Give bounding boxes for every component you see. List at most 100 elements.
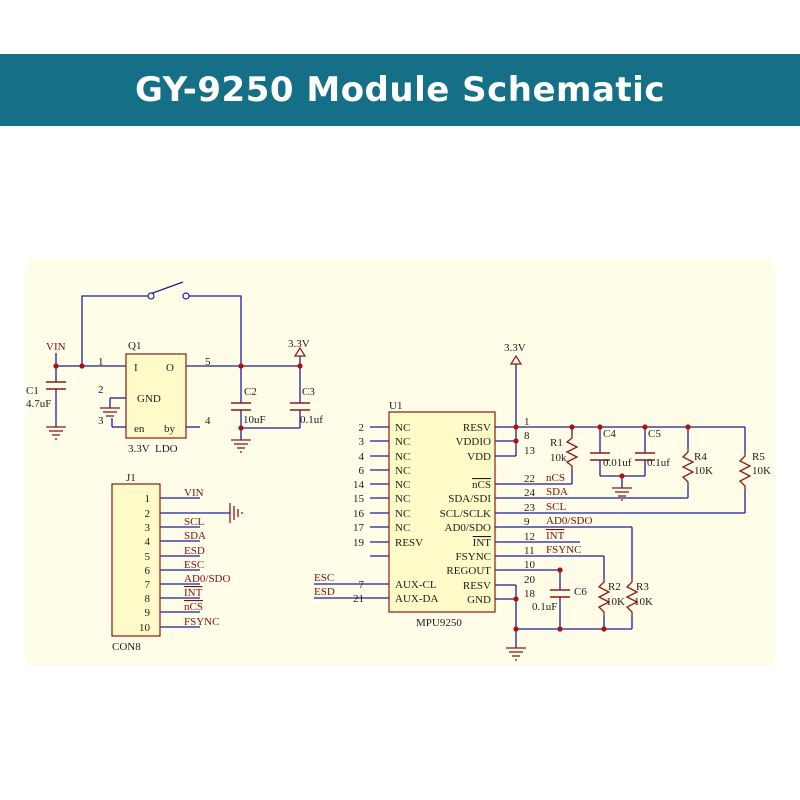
- ground-icon: [100, 407, 120, 417]
- mpu-pin-name: RESV: [463, 422, 491, 434]
- res-r4-name: R4: [694, 451, 707, 463]
- mpu-pin-number: 11: [524, 545, 535, 557]
- mpu-pin-number: 1: [524, 416, 530, 428]
- ldo-value: 3.3V LDO: [128, 443, 178, 455]
- net-label-ad0: AD0/SDO: [546, 515, 593, 527]
- ldo-pin-number: 3: [98, 415, 104, 427]
- mpu-pin-name: NC: [395, 465, 410, 477]
- mpu-pin-name: NC: [395, 522, 410, 534]
- junction-dot: [569, 424, 575, 430]
- mpu-pin-number: 14: [353, 479, 365, 491]
- resistor-r3: [625, 578, 639, 616]
- connector-pin-number: 3: [145, 522, 151, 534]
- mpu-pin-number: 13: [524, 445, 536, 457]
- ldo-body: [125, 353, 187, 439]
- mpu-pin-name: REGOUT: [446, 565, 491, 577]
- net-label-ncs: nCS: [546, 472, 565, 484]
- resistor-r4: [681, 448, 695, 486]
- cap-c1-name: C1: [26, 385, 39, 397]
- ground-icon: [229, 503, 243, 523]
- switch-contact-left: [147, 292, 155, 300]
- ldo-pin-i: I: [134, 362, 138, 374]
- capacitor-c5: [635, 452, 655, 461]
- ldo-pin-number: 1: [98, 356, 104, 368]
- vin-label: VIN: [46, 341, 66, 353]
- ground-icon: [612, 487, 632, 501]
- cap-c4-name: C4: [603, 428, 616, 440]
- power-arrow-icon: [509, 354, 523, 365]
- ldo-pin-number: 4: [205, 415, 211, 427]
- res-r2-name: R2: [608, 581, 621, 593]
- res-r5-name: R5: [752, 451, 765, 463]
- ground-icon: [506, 647, 526, 661]
- junction-dot: [642, 424, 648, 430]
- mpu-pin-number: 20: [524, 574, 536, 586]
- mpu-pin-number: 22: [524, 473, 535, 485]
- res-r1-value: 10k: [550, 452, 567, 464]
- net-label-scl: SCL: [546, 501, 566, 513]
- junction-dot: [238, 363, 244, 369]
- junction-dot: [79, 363, 85, 369]
- res-r5-value: 10K: [752, 465, 771, 477]
- junction-dot: [557, 626, 563, 632]
- connector-pin-number: 8: [145, 593, 151, 605]
- mpu-pin-name: RESV: [463, 580, 491, 592]
- junction-dot: [513, 424, 519, 430]
- part-bodies: [111, 353, 496, 637]
- connector-body: [111, 483, 161, 637]
- mpu-pin-number: 21: [353, 593, 364, 605]
- capacitor-c6: [550, 589, 570, 598]
- ground-icon: [231, 439, 251, 453]
- ldo-pin-gnd: GND: [137, 393, 161, 405]
- mpu-pin-number: 2: [359, 422, 365, 434]
- connector-pin-number: 7: [145, 579, 151, 591]
- resistor-r1: [565, 434, 579, 470]
- junctions: [53, 363, 691, 632]
- cap-c5-name: C5: [648, 428, 661, 440]
- mpu-pin-name: NC: [395, 422, 410, 434]
- mpu-pin-name: NC: [395, 508, 410, 520]
- mpu-pin-name: SDA/SDI: [448, 493, 491, 505]
- connector-net-label: SCL: [184, 516, 204, 528]
- ground-icon: [46, 426, 66, 440]
- mpu-pin-number: 3: [359, 436, 365, 448]
- mpu-pin-number: 17: [353, 522, 365, 534]
- ldo-pin-en: en: [134, 423, 145, 435]
- mpu-pin-name: INT: [473, 537, 492, 549]
- switch-contacts: [147, 292, 190, 300]
- connector-net-label: INT: [184, 587, 203, 599]
- res-r3-name: R3: [636, 581, 649, 593]
- mpu-pin-name: VDDIO: [456, 436, 491, 448]
- connector-pin-number: 2: [145, 508, 151, 520]
- connector-pin-number: 6: [145, 565, 151, 577]
- mpu-pin-name: nCS: [472, 479, 491, 491]
- rail-label-3v3: 3.3V: [504, 342, 526, 354]
- rail-label-3v3: 3.3V: [288, 338, 310, 350]
- connector-pin-number: 10: [139, 622, 151, 634]
- ldo-pin-number: 2: [98, 384, 104, 396]
- capacitor-c2: [231, 402, 251, 411]
- mpu-pin-number: 16: [353, 508, 365, 520]
- mpu-pin-name: AUX-DA: [395, 593, 438, 605]
- ground-symbols: [46, 407, 632, 661]
- mpu-pin-number: 15: [353, 493, 365, 505]
- res-r2-value: 10K: [606, 596, 625, 608]
- junction-dot: [597, 424, 603, 430]
- mpu-pin-name: VDD: [467, 451, 491, 463]
- res-r4-value: 10K: [694, 465, 713, 477]
- capacitor-c3: [290, 402, 310, 411]
- mpu-pin-number: 23: [524, 502, 536, 514]
- connector-net-label: AD0/SDO: [184, 573, 231, 585]
- title-banner: GY-9250 Module Schematic: [0, 54, 800, 126]
- cap-c3-name: C3: [302, 386, 315, 398]
- mpu-pin-number: 10: [524, 559, 536, 571]
- mpu-pin-number: 9: [524, 516, 530, 528]
- connector-designator: J1: [126, 472, 136, 484]
- mpu-pin-number: 19: [353, 537, 365, 549]
- mpu-pin-number: 24: [524, 487, 536, 499]
- junction-dot: [513, 438, 519, 444]
- connector-pin-number: 1: [145, 493, 151, 505]
- mpu-pin-name: AD0/SDO: [445, 522, 492, 534]
